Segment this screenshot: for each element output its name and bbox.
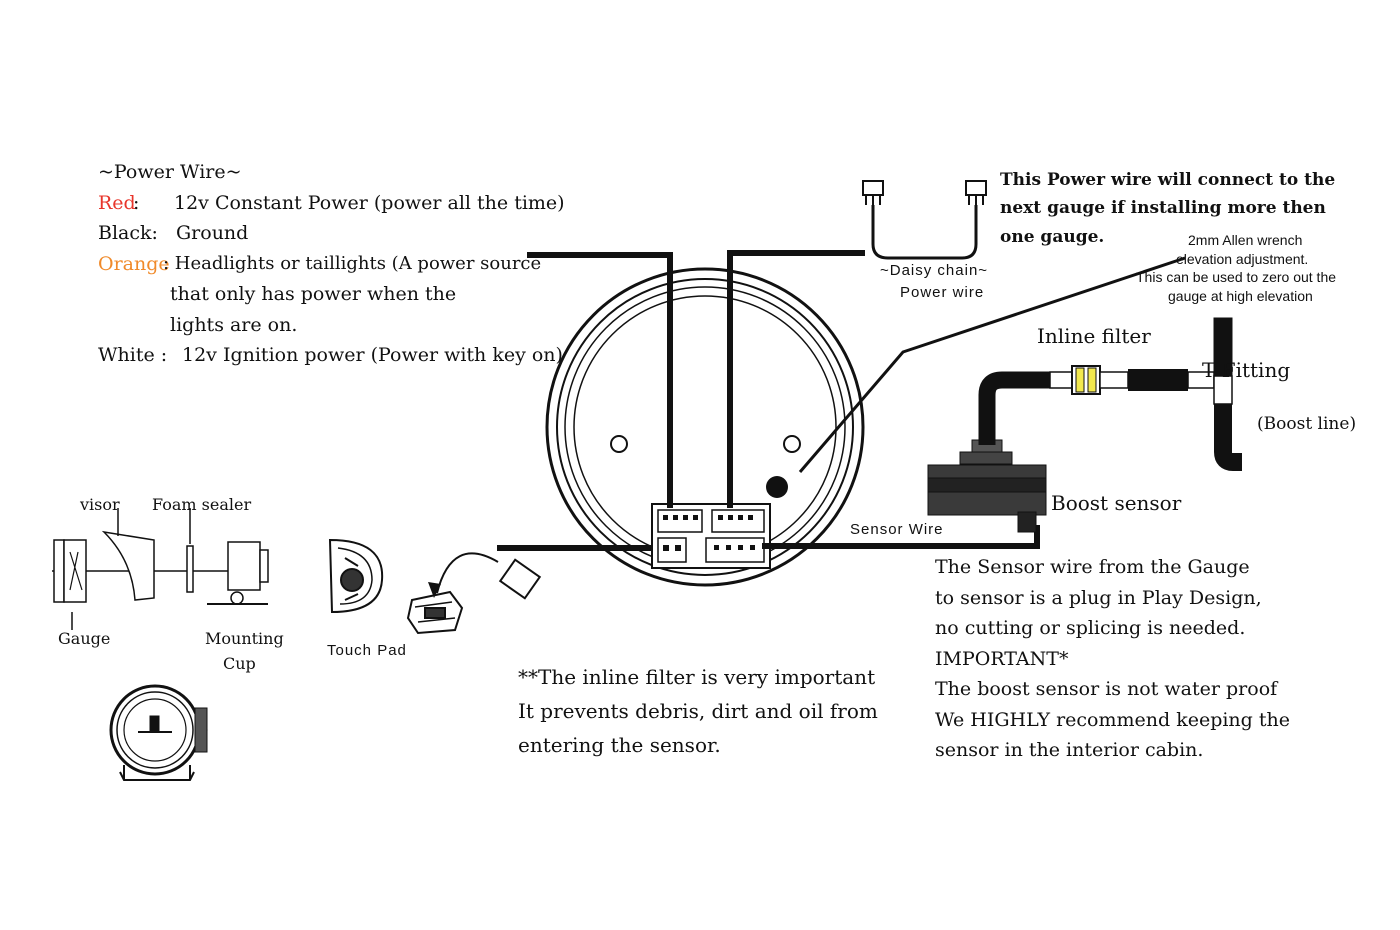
inline-filter: [1049, 365, 1129, 395]
harness-wires: [497, 250, 1040, 551]
daisy-note-line1: This Power wire will connect to the: [1000, 170, 1336, 190]
white-wire-text: 12v Ignition power (Power with key on): [182, 344, 563, 366]
inline-filter-label: Inline filter: [1037, 324, 1151, 348]
sensor-note-line5: The boost sensor is not water proof: [935, 678, 1278, 700]
foam-sealer-label: Foam sealer: [152, 495, 252, 514]
red-wire-colon: :: [133, 192, 140, 214]
black-wire-text: Ground: [176, 222, 249, 244]
allen-pointer-line: [798, 256, 1186, 473]
orange-wire-label: Orange: [98, 253, 170, 275]
mounting-cup-label: Mounting: [205, 629, 284, 648]
allen-note-line2: elevation adjustment.: [1176, 251, 1309, 267]
filter-note-line1: **The inline filter is very important: [518, 665, 876, 689]
connector-block: [651, 503, 771, 569]
sensor-wire-label: Sensor Wire: [850, 521, 944, 538]
sensor-hose: [978, 371, 1050, 445]
power-wire-lead: [527, 252, 673, 508]
filter-to-t-hose: [1128, 369, 1188, 391]
sensor-note-line4: IMPORTANT*: [935, 648, 1069, 670]
sensor-note-line1: The Sensor wire from the Gauge: [935, 556, 1250, 578]
allen-note-line3: This can be used to zero out the: [1136, 269, 1337, 285]
daisy-chain-lead: [727, 250, 865, 508]
orange-wire-text: : Headlights or taillights (A power sour…: [163, 253, 542, 274]
mount-hole-left: [610, 435, 628, 453]
allen-note-line4: gauge at high elevation: [1168, 288, 1313, 304]
black-wire-label: Black:: [98, 222, 158, 244]
white-wire-label: White :: [98, 344, 168, 366]
t-fitting-label: T Fitting: [1202, 358, 1291, 382]
daisy-chain-connectors: [862, 180, 987, 260]
filter-note-line3: entering the sensor.: [518, 733, 721, 757]
daisy-note-line2: next gauge if installing more then: [1000, 198, 1326, 218]
boost-sensor-body: [927, 439, 1047, 533]
allen-adjust-port: [766, 476, 788, 498]
sensor-note-line6: We HIGHLY recommend keeping the: [935, 709, 1290, 731]
mounting-cup-label-line2: Cup: [223, 654, 256, 673]
allen-note-line1: 2mm Allen wrench: [1188, 232, 1303, 248]
boost-line-label: (Boost line): [1257, 414, 1357, 434]
t-fitting: [1187, 317, 1242, 471]
daisy-chain-label-line2: Power wire: [900, 284, 985, 301]
power-wire-heading: ~Power Wire~: [98, 161, 242, 183]
sensor-note-line3: no cutting or splicing is needed.: [935, 617, 1246, 639]
mounting-exploded-view: [52, 508, 269, 630]
daisy-note-line3: one gauge.: [1000, 227, 1105, 247]
red-wire-text: 12v Constant Power (power all the time): [174, 192, 565, 214]
orange-wire-text-line3: lights are on.: [170, 314, 298, 336]
daisy-chain-label: ~Daisy chain~: [880, 262, 989, 279]
mount-hole-right: [783, 435, 801, 453]
touch-pad-label: Touch Pad: [327, 642, 407, 659]
visor-label: visor: [80, 495, 120, 514]
red-wire-label: Red: [98, 192, 136, 214]
sensor-note-line7: sensor in the interior cabin.: [935, 739, 1204, 761]
filter-note-line2: It prevents debris, dirt and oil from: [518, 699, 878, 723]
gauge-label: Gauge: [58, 629, 111, 648]
boost-sensor-label: Boost sensor: [1051, 491, 1182, 515]
sensor-wire-lead: [762, 525, 1040, 549]
orange-wire-text-line2: that only has power when the: [170, 283, 457, 305]
touch-pad-drawing: [328, 538, 542, 635]
sensor-note-line2: to sensor is a plug in Play Design,: [935, 587, 1262, 609]
small-gauge-drawing: [109, 684, 208, 781]
